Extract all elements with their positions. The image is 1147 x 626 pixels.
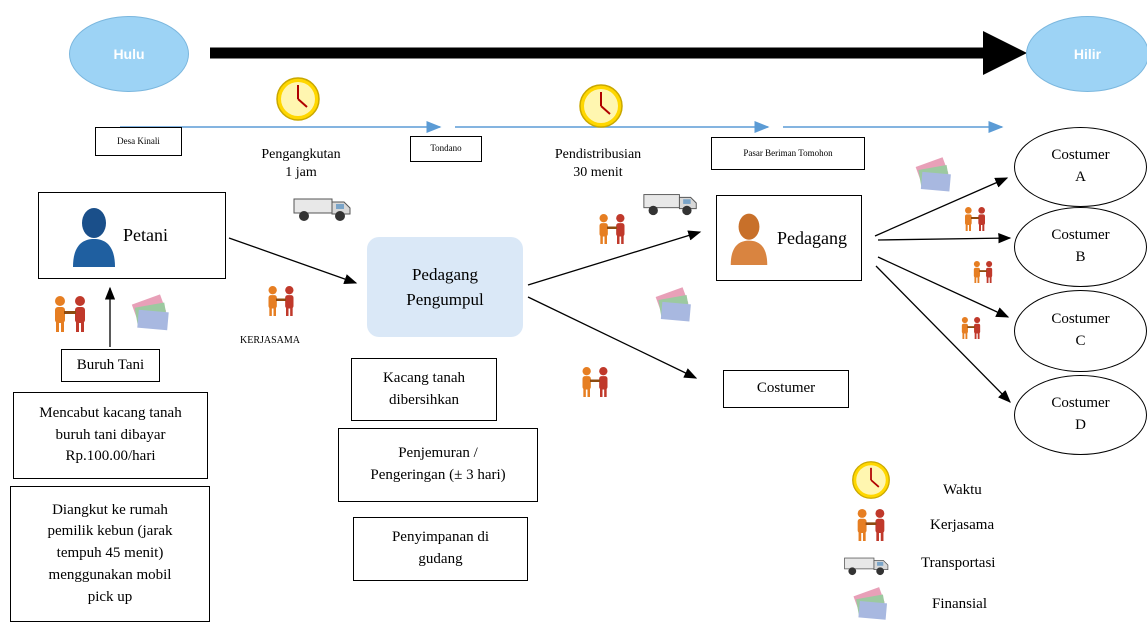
step-penyimpanan-box: Penyimpanan di gudang (353, 517, 528, 581)
handshake-icon (973, 261, 993, 283)
money-icon (131, 294, 169, 331)
truck-icon (293, 198, 351, 221)
money-icon (915, 157, 951, 192)
hulu-oval: Hulu (69, 16, 189, 92)
handshake-icon (599, 214, 625, 244)
hilir-oval: Hilir (1026, 16, 1147, 92)
legend-handshake-icon (857, 509, 885, 541)
petani-box: Petani (38, 192, 226, 279)
pedagang-pengumpul-box: Pedagang Pengumpul (367, 237, 523, 337)
step-penjemuran-box: Penjemuran / Pengeringan (± 3 hari) (338, 428, 538, 502)
handshake-icon (268, 286, 294, 316)
legend-clock-icon (852, 461, 890, 499)
handshake-icon (55, 296, 85, 332)
handshake-icon (965, 207, 985, 231)
arrow-pedagang-c (877, 256, 1010, 318)
kerjasama-label: KERJASAMA (240, 335, 301, 346)
arrow-pengumpul-pedagang (527, 230, 702, 286)
arrow-pedagang-a (874, 177, 1009, 237)
transport-label-2: Pendistribusian 30 menit (554, 147, 642, 181)
clock-icon (276, 77, 320, 121)
pedagang-box: Pedagang (716, 195, 862, 281)
legend-kerjasama: Kerjasama (930, 517, 995, 533)
arrow-pedagang-b (877, 232, 1012, 244)
legend-transportasi: Transportasi (921, 555, 996, 571)
arrow-petani-pengumpul (228, 237, 358, 284)
trader-avatar-icon (730, 213, 768, 265)
arrow-pedagang-d (875, 265, 1011, 403)
location-tondano: Tondano (410, 136, 482, 162)
step-diangkut-box: Diangkut ke rumah pemilik kebun (jarak t… (10, 486, 210, 622)
farmer-avatar-icon (73, 207, 115, 267)
location-pasar-tomohon: Pasar Beriman Tomohon (711, 137, 865, 170)
arrow-pengumpul-costumer (527, 296, 698, 379)
costumer-box: Costumer (723, 370, 849, 408)
legend-finansial: Finansial (932, 596, 987, 612)
truck-icon (643, 194, 697, 216)
location-desa-kinali: Desa Kinali (95, 127, 182, 156)
legend-money-icon (853, 587, 888, 620)
step-mencabut-box: Mencabut kacang tanah buruh tani dibayar… (13, 392, 208, 479)
handshake-icon (582, 367, 608, 397)
step-dibersihkan-box: Kacang tanah dibersihkan (351, 358, 497, 421)
clock-icon (579, 84, 623, 128)
buruh-tani-box: Buruh Tani (61, 349, 160, 382)
transport-label-1: Pengangkutan 1 jam (261, 147, 341, 181)
legend-waktu: Waktu (943, 482, 982, 498)
handshake-icon (961, 317, 981, 339)
money-icon (655, 287, 691, 322)
legend-truck-icon (844, 557, 889, 576)
